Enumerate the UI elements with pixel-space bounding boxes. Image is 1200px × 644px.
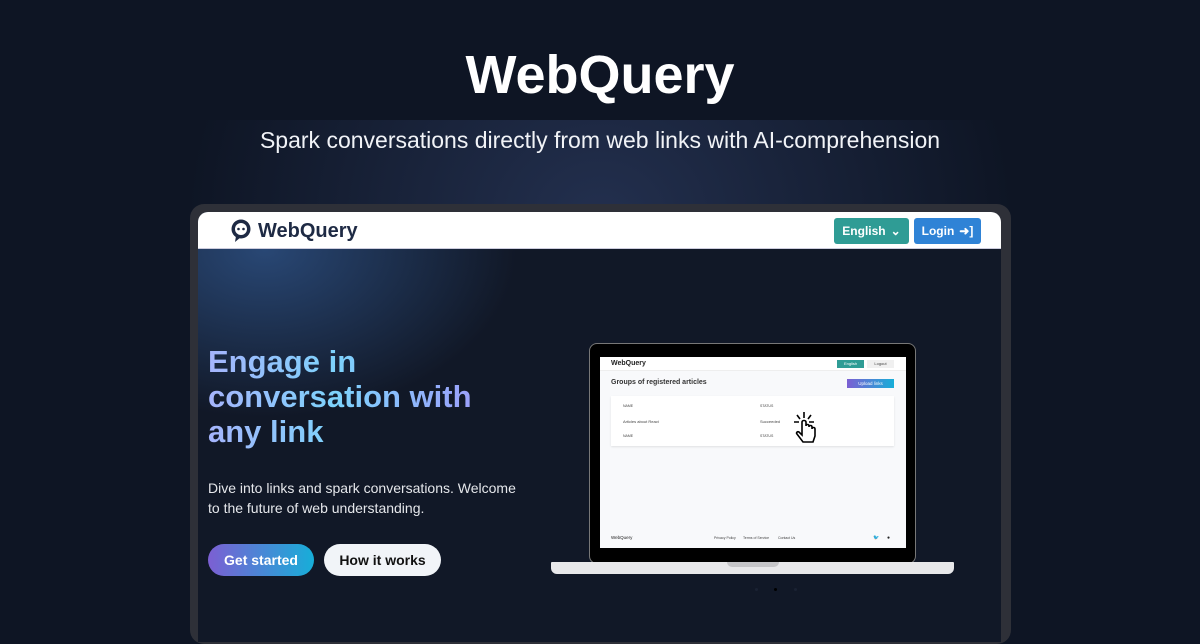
brand-logo[interactable]: WebQuery: [230, 219, 358, 243]
get-started-button[interactable]: Get started: [208, 544, 314, 576]
mock-footer-brand: WebQuery: [611, 535, 633, 540]
mock-col: NAME: [623, 434, 634, 438]
login-label: Login: [921, 224, 955, 238]
mock-footer-link: Privacy Policy: [714, 536, 736, 540]
mock-cell: Articles about React: [623, 419, 659, 424]
mock-col: NAME: [623, 404, 634, 408]
hero-description: Dive into links and spark conversations.…: [208, 480, 516, 516]
brand-name: WebQuery: [258, 219, 358, 242]
carousel-dot-active[interactable]: [774, 588, 777, 591]
how-it-works-button[interactable]: How it works: [324, 544, 441, 576]
hero-heading: Engage in conversation with any link: [208, 344, 528, 449]
banner-subtitle: Spark conversations directly from web li…: [259, 127, 941, 153]
laptop-mockup: WebQuery English Logout Groups of regist…: [589, 343, 916, 564]
mock-cell: Succeeded: [760, 419, 781, 424]
twitter-icon: 🐦: [873, 535, 880, 541]
navbar: WebQuery English ⌄ Login ➜]: [198, 212, 1001, 249]
carousel-dot[interactable]: [794, 588, 797, 591]
mock-logout: Logout: [867, 360, 894, 368]
mock-brand: WebQuery: [611, 360, 646, 367]
mock-footer-link: Contact Us: [778, 536, 796, 540]
mock-upload: Upload links: [847, 379, 894, 388]
laptop-screen: WebQuery English Logout Groups of regist…: [600, 357, 906, 548]
laptop-notch: [727, 562, 779, 567]
language-select[interactable]: English ⌄: [834, 218, 909, 244]
mock-heading: Groups of registered articles: [611, 379, 707, 386]
mock-footer-link: Terms of Service: [743, 536, 770, 540]
mock-col: STATUS: [760, 404, 774, 408]
site-preview: WebQuery English ⌄ Login ➜] Engage in conv…: [198, 212, 1001, 642]
language-label: English: [842, 224, 886, 238]
github-icon: ●: [887, 535, 891, 541]
banner-title: WebQuery: [465, 45, 735, 105]
mock-language: English: [837, 360, 864, 368]
laptop-base: [551, 562, 954, 574]
mock-col: STATUS: [760, 434, 774, 438]
mock-table: NAME STATUS Articles about React Succeed…: [611, 396, 894, 446]
carousel-dot[interactable]: [755, 588, 758, 591]
login-button[interactable]: Login ➜]: [914, 218, 981, 244]
chevron-down-icon: ⌄: [890, 224, 901, 238]
login-icon: ➜]: [959, 224, 974, 238]
chat-bubble-icon: [231, 219, 251, 242]
pointer-hand-icon: [794, 412, 816, 443]
